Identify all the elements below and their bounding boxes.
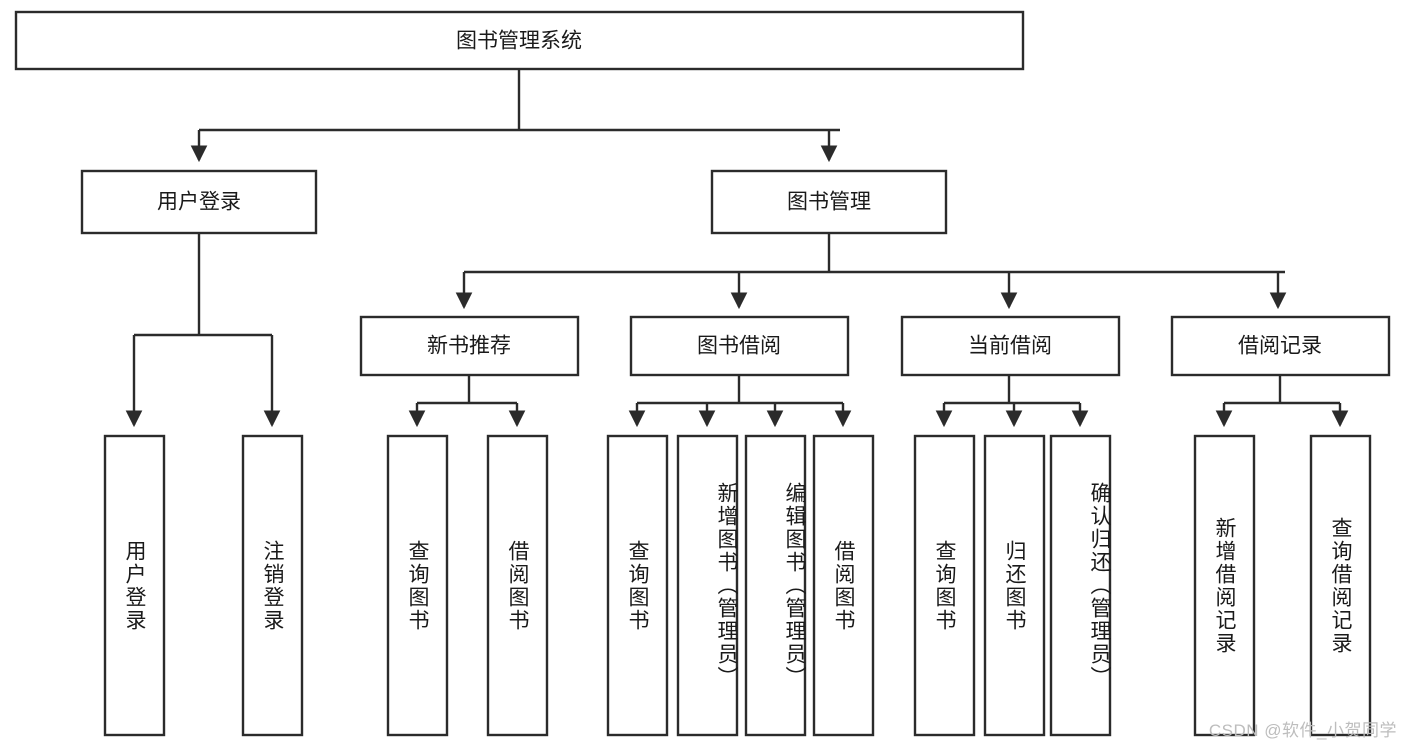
- leaf-box-borrow-query-book[interactable]: [606, 434, 669, 737]
- leaf-box-newbook-query-book[interactable]: [386, 434, 449, 737]
- leaf-box-current-confirm-return-admin[interactable]: [1049, 434, 1112, 737]
- node-user-login-label: 用户登录: [157, 191, 241, 214]
- node-book-management-label: 图书管理: [787, 191, 871, 214]
- leaf-box-borrow-borrow-book[interactable]: [812, 434, 875, 737]
- node-borrow-record-label: 借阅记录: [1238, 335, 1322, 358]
- connector-borrowrecord-to-leaves: [1215, 375, 1349, 428]
- leaf-box-record-query-record[interactable]: [1309, 434, 1372, 737]
- connector-newbook-to-leaves: [408, 375, 526, 428]
- connector-bookmgmt-to-level3: [455, 233, 1287, 310]
- leaf-box-current-return-book[interactable]: [983, 434, 1046, 737]
- leaf-box-borrow-edit-book-admin[interactable]: [744, 434, 807, 737]
- node-user-login[interactable]: 用户登录: [80, 169, 318, 235]
- node-book-borrow[interactable]: 图书借阅: [629, 315, 850, 377]
- node-root-book-management-system[interactable]: 图书管理系统: [14, 10, 1025, 71]
- connector-userlogin-to-leaves: [125, 233, 281, 428]
- leaf-box-record-add-record[interactable]: [1193, 434, 1256, 737]
- leaf-box-current-query-book[interactable]: [913, 434, 976, 737]
- leaf-box-logout[interactable]: [241, 434, 304, 737]
- node-new-book-recommend-label: 新书推荐: [427, 335, 511, 358]
- csdn-watermark: CSDN @软件_小贺同学: [1208, 721, 1397, 740]
- leaf-box-user-login[interactable]: [103, 434, 166, 737]
- node-book-management[interactable]: 图书管理: [710, 169, 948, 235]
- node-book-borrow-label: 图书借阅: [697, 335, 781, 358]
- node-current-borrow[interactable]: 当前借阅: [900, 315, 1121, 377]
- connector-currentborrow-to-leaves: [935, 375, 1089, 428]
- node-current-borrow-label: 当前借阅: [968, 335, 1052, 358]
- node-root-label: 图书管理系统: [456, 30, 582, 53]
- connector-root-to-level2: [190, 69, 840, 163]
- node-borrow-record[interactable]: 借阅记录: [1170, 315, 1391, 377]
- leaf-box-newbook-borrow-book[interactable]: [486, 434, 549, 737]
- connector-bookborrow-to-leaves: [628, 375, 852, 428]
- leaf-box-borrow-add-book-admin[interactable]: [676, 434, 739, 737]
- node-new-book-recommend[interactable]: 新书推荐: [359, 315, 580, 377]
